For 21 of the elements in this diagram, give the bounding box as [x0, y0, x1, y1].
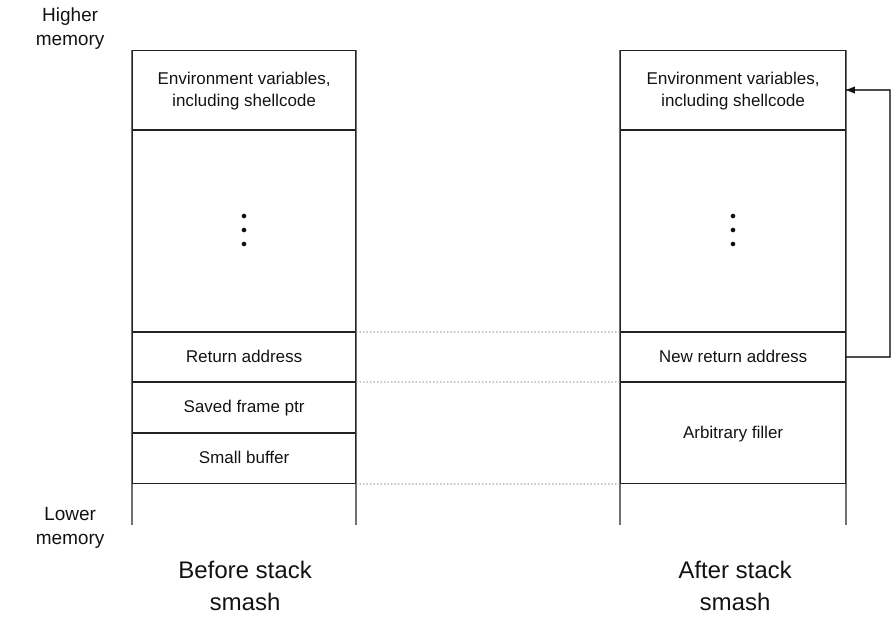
memory-block	[620, 382, 846, 484]
memory-region	[620, 130, 846, 332]
block-label: Arbitrary filler	[682, 422, 784, 444]
memory-block	[132, 50, 356, 130]
caption: After stack smash	[677, 556, 793, 618]
block-label: Environment variables, including shellcode	[646, 68, 820, 112]
memory-block	[620, 50, 846, 130]
arrow	[846, 86, 891, 358]
axis-label: Lower memory	[34, 503, 106, 550]
memory-region	[132, 130, 356, 332]
block-label: Return address	[184, 346, 304, 368]
caption: Before stack smash	[177, 556, 313, 618]
block-label: New return address	[658, 346, 808, 368]
memory-block	[132, 332, 356, 382]
block-label: Small buffer	[198, 447, 290, 470]
axis-label: Higher memory	[34, 4, 106, 52]
memory-block	[132, 382, 356, 433]
block-label: Environment variables, including shellcode	[156, 68, 332, 112]
memory-block	[132, 433, 356, 484]
block-label: Saved frame ptr	[182, 396, 306, 418]
memory-block	[620, 332, 846, 382]
